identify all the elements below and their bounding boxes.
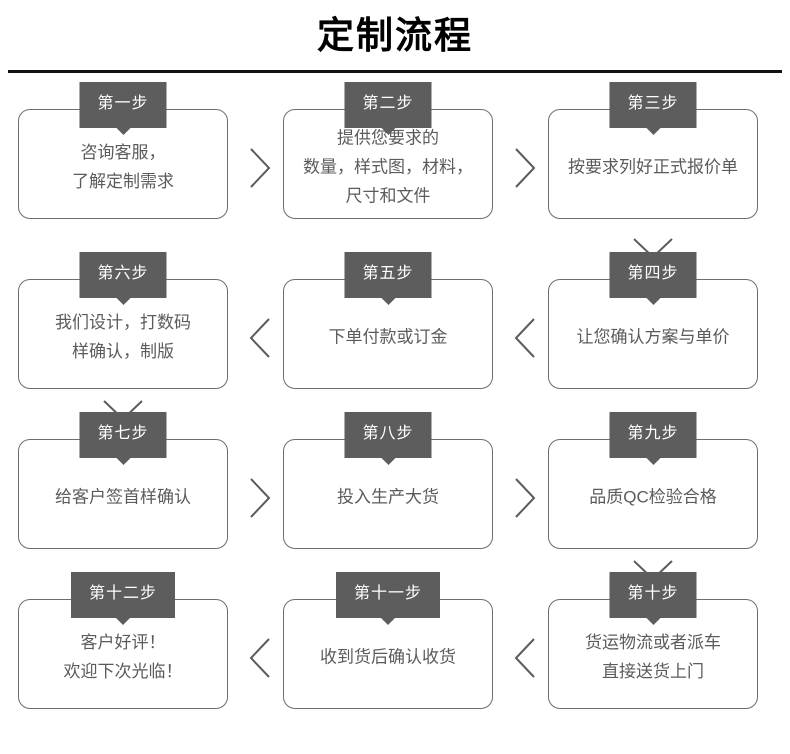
card-line: 样确认，制版	[72, 342, 174, 361]
step-card-text-11: 收到货后确认收货	[284, 637, 492, 672]
step-badge-label: 第九步	[627, 425, 679, 442]
step-badge-label: 第六步	[97, 265, 149, 282]
flow-row-2: 第六步 我们设计，打数码 样确认，制版 第五步 下单付款或订金	[0, 252, 790, 389]
badge-tail-icon	[380, 458, 395, 465]
card-line: 了解定制需求	[72, 172, 174, 191]
step-card-text-1: 咨询客服， 了解定制需求	[19, 132, 227, 196]
badge-tail-icon	[380, 298, 395, 305]
step-badge-label: 第五步	[362, 265, 414, 282]
badge-tail-icon	[645, 458, 660, 465]
chevron-left-icon	[243, 315, 277, 361]
step-card-11[interactable]: 第十一步 收到货后确认收货	[283, 572, 493, 709]
step-card-4[interactable]: 第四步 让您确认方案与单价	[548, 252, 758, 389]
step-badge-3: 第三步	[609, 82, 697, 135]
step-card-9[interactable]: 第九步 品质QC检验合格	[548, 412, 758, 549]
badge-tail-icon	[115, 128, 130, 135]
step-card-text-6: 我们设计，打数码 样确认，制版	[19, 302, 227, 366]
flow-row-3: 第七步 给客户签首样确认 第八步 投入生产大货 第九步	[0, 412, 790, 549]
card-line: 提供您要求的	[337, 128, 439, 148]
card-line: 数量，样式图，材料，	[303, 157, 473, 177]
badge-tail-icon	[380, 128, 395, 135]
step-card-10[interactable]: 第十步 货运物流或者派车 直接送货上门	[548, 572, 758, 709]
badge-tail-icon	[645, 128, 660, 135]
step-badge-10: 第十步	[609, 572, 697, 625]
step-badge-5: 第五步	[344, 252, 432, 305]
step-badge-4: 第四步	[609, 252, 697, 305]
title-block: 定制流程	[0, 0, 790, 73]
step-card-text-9: 品质QC检验合格	[549, 477, 757, 512]
badge-tail-icon	[380, 618, 395, 625]
step-badge-1: 第一步	[79, 82, 167, 135]
process-flowchart: 第一步 咨询客服， 了解定制需求 第二步 提供您要求的 数量，样式图，材料， 尺…	[0, 73, 790, 733]
step-card-text-10: 货运物流或者派车 直接送货上门	[549, 622, 757, 686]
card-line: 收到货后确认收货	[320, 647, 456, 667]
step-card-text-5: 下单付款或订金	[284, 317, 492, 352]
chevron-left-icon	[243, 635, 277, 681]
step-badge-label: 第一步	[97, 95, 149, 112]
step-card-text-2: 提供您要求的 数量，样式图，材料， 尺寸和文件	[284, 118, 492, 211]
card-line: 让您确认方案与单价	[576, 327, 730, 347]
step-badge-11: 第十一步	[335, 572, 441, 625]
card-line: 按要求列好正式报价单	[568, 157, 738, 177]
card-line: 货运物流或者派车	[585, 633, 721, 652]
card-line: 品质QC检验合格	[589, 487, 717, 507]
step-badge-label: 第四步	[627, 265, 679, 282]
badge-tail-icon	[115, 618, 130, 625]
badge-tail-icon	[115, 458, 130, 465]
step-badge-9: 第九步	[609, 412, 697, 465]
card-line: 下单付款或订金	[328, 327, 448, 347]
step-badge-label: 第七步	[97, 425, 149, 442]
card-line: 直接送货上门	[602, 662, 704, 681]
chevron-right-icon	[243, 475, 277, 521]
step-badge-2: 第二步	[344, 82, 432, 135]
page-title: 定制流程	[317, 15, 473, 56]
step-card-8[interactable]: 第八步 投入生产大货	[283, 412, 493, 549]
card-line: 客户好评！	[80, 633, 166, 652]
step-card-text-3: 按要求列好正式报价单	[549, 147, 757, 182]
flow-row-1: 第一步 咨询客服， 了解定制需求 第二步 提供您要求的 数量，样式图，材料， 尺…	[0, 82, 790, 219]
card-line: 欢迎下次光临！	[63, 662, 183, 681]
step-card-text-7: 给客户签首样确认	[19, 477, 227, 512]
step-card-2[interactable]: 第二步 提供您要求的 数量，样式图，材料， 尺寸和文件	[283, 82, 493, 219]
card-line: 咨询客服，	[80, 143, 166, 162]
title-divider	[8, 70, 782, 73]
step-badge-label: 第十一步	[353, 585, 423, 602]
card-line: 给客户签首样确认	[55, 487, 191, 507]
step-badge-label: 第十二步	[88, 585, 158, 602]
card-line: 投入生产大货	[337, 487, 439, 507]
step-card-text-12: 客户好评！ 欢迎下次光临！	[19, 622, 227, 686]
step-badge-6: 第六步	[79, 252, 167, 305]
badge-tail-icon	[115, 298, 130, 305]
badge-tail-icon	[645, 618, 660, 625]
step-card-5[interactable]: 第五步 下单付款或订金	[283, 252, 493, 389]
step-badge-label: 第十步	[627, 585, 679, 602]
step-card-6[interactable]: 第六步 我们设计，打数码 样确认，制版	[18, 252, 228, 389]
step-card-text-4: 让您确认方案与单价	[549, 317, 757, 352]
step-badge-label: 第二步	[362, 95, 414, 112]
step-card-12[interactable]: 第十二步 客户好评！ 欢迎下次光临！	[18, 572, 228, 709]
step-badge-8: 第八步	[344, 412, 432, 465]
step-badge-12: 第十二步	[70, 572, 176, 625]
card-line: 我们设计，打数码	[55, 313, 191, 332]
card-line: 尺寸和文件	[345, 186, 431, 206]
step-badge-label: 第八步	[362, 425, 414, 442]
step-badge-7: 第七步	[79, 412, 167, 465]
step-card-3[interactable]: 第三步 按要求列好正式报价单	[548, 82, 758, 219]
chevron-left-icon	[508, 315, 542, 361]
chevron-left-icon	[508, 635, 542, 681]
flow-row-4: 第十二步 客户好评！ 欢迎下次光临！ 第十一步 收到货后确认收货	[0, 572, 790, 709]
chevron-right-icon	[508, 475, 542, 521]
step-card-1[interactable]: 第一步 咨询客服， 了解定制需求	[18, 82, 228, 219]
step-card-7[interactable]: 第七步 给客户签首样确认	[18, 412, 228, 549]
badge-tail-icon	[645, 298, 660, 305]
chevron-right-icon	[243, 145, 277, 191]
chevron-right-icon	[508, 145, 542, 191]
step-card-text-8: 投入生产大货	[284, 477, 492, 512]
step-badge-label: 第三步	[627, 95, 679, 112]
